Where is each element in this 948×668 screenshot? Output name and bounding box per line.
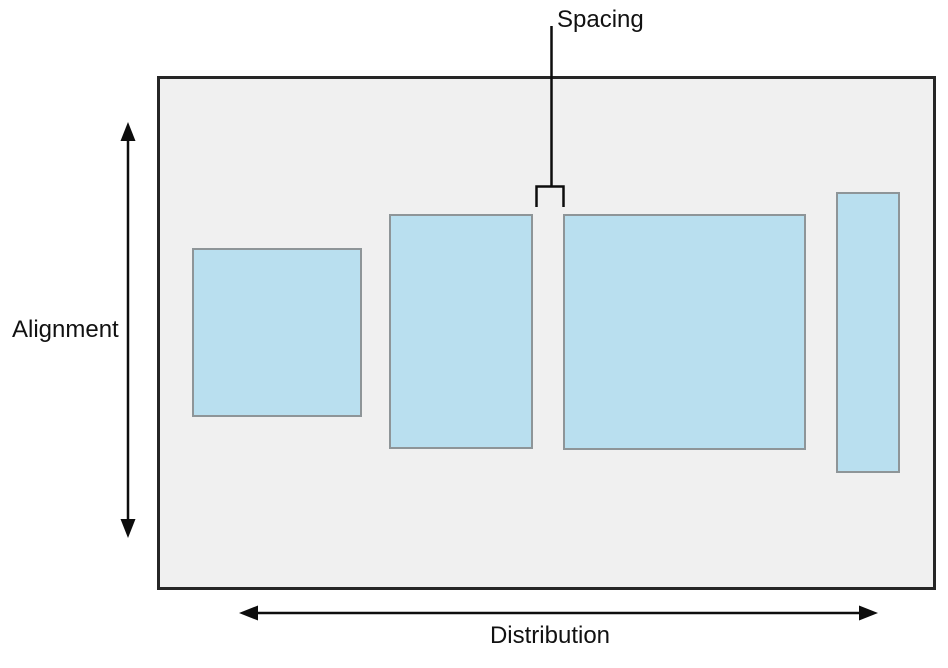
alignment-label: Alignment [12,316,119,343]
alignment-arrow [120,122,136,538]
arrow-left-icon [239,605,258,621]
layout-box-2 [389,214,533,449]
arrow-up-icon [120,122,136,141]
arrow-down-icon [120,519,136,538]
spacing-label: Spacing [557,6,644,33]
layout-box-3 [563,214,806,450]
arrow-right-icon [859,605,878,621]
distribution-label: Distribution [489,622,611,649]
layout-box-1 [192,248,362,417]
layout-box-4 [836,192,900,473]
distribution-arrow [239,605,878,621]
